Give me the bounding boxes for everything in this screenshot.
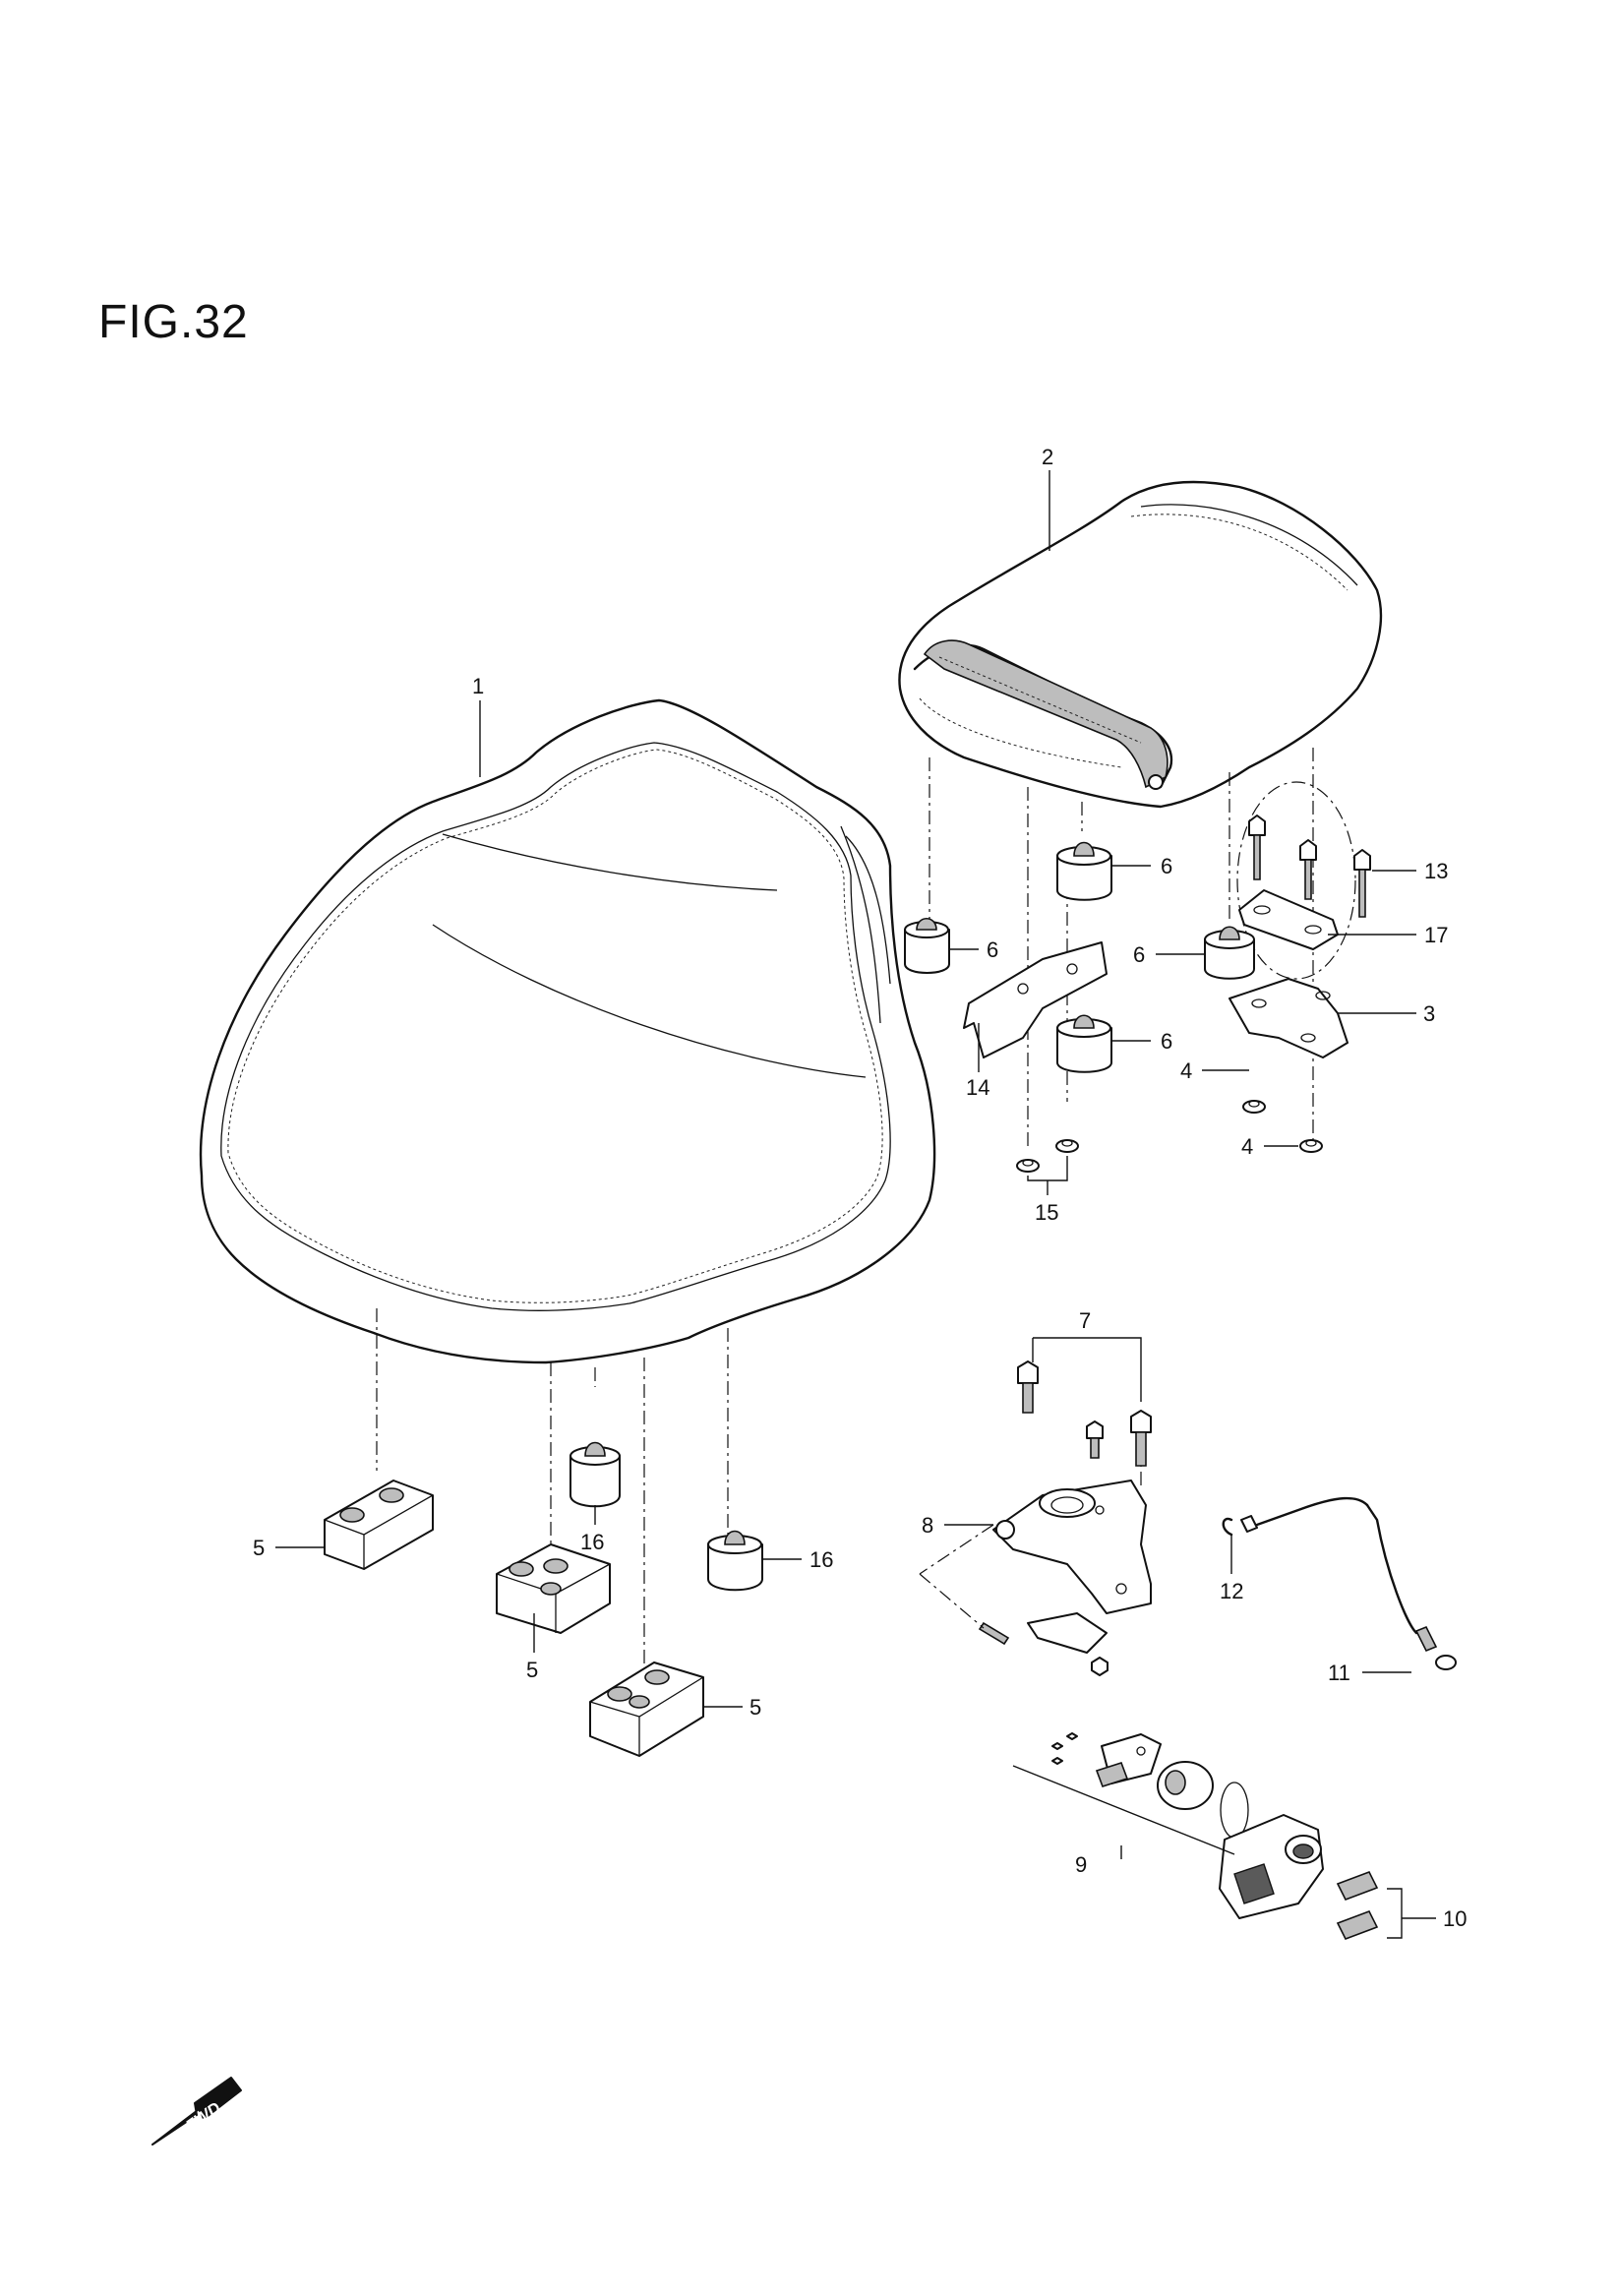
callout-6b: 6 <box>1161 854 1172 878</box>
callout-11: 11 <box>1328 1661 1350 1685</box>
cable-11 <box>1240 1496 1457 1670</box>
callout-3: 3 <box>1423 1001 1435 1026</box>
rubber-buffer-16a <box>569 1441 621 1508</box>
callout-16a: 16 <box>580 1530 604 1554</box>
forward-direction-arrow: FWD <box>151 2077 242 2145</box>
bracket-3 <box>1228 978 1348 1058</box>
callout-1: 1 <box>472 674 484 698</box>
seat-bracket-14 <box>963 941 1108 1058</box>
callout-16b: 16 <box>809 1547 833 1572</box>
buffer-block-5b <box>496 1543 611 1634</box>
pillion-seat <box>898 480 1383 809</box>
callout-2: 2 <box>1042 445 1053 469</box>
callout-4b: 4 <box>1241 1134 1253 1159</box>
buffer-block-5c <box>589 1662 704 1757</box>
callout-12: 12 <box>1220 1579 1243 1603</box>
callout-6d: 6 <box>1161 1029 1172 1054</box>
nut-4b <box>1299 1139 1323 1153</box>
rubber-damper-6a <box>904 917 950 974</box>
leader-lines <box>275 470 1436 1939</box>
rubber-damper-6b <box>1056 841 1112 901</box>
callout-13: 13 <box>1424 859 1448 883</box>
callout-5c: 5 <box>749 1695 761 1720</box>
main-seat <box>199 698 936 1364</box>
clip-12 <box>1222 1517 1233 1537</box>
rubber-buffer-16b <box>707 1530 763 1592</box>
callout-5a: 5 <box>253 1536 265 1560</box>
bolt-set-13 <box>1248 815 1371 918</box>
figure-title: FIG.32 <box>98 296 249 348</box>
callout-4a: 4 <box>1180 1058 1192 1083</box>
callout-17: 17 <box>1424 923 1448 947</box>
callout-8: 8 <box>922 1513 933 1538</box>
callout-9: 9 <box>1075 1852 1087 1877</box>
nut-15a <box>1016 1159 1040 1173</box>
nut-15b <box>1055 1139 1079 1153</box>
rubber-damper-6c <box>1204 926 1255 980</box>
lock-bracket-8 <box>978 1480 1152 1676</box>
buffer-block-5a <box>324 1480 434 1570</box>
callout-6a: 6 <box>987 937 998 962</box>
assembly-lines <box>376 748 1356 1692</box>
nut-4a <box>1242 1100 1266 1114</box>
callout-7: 7 <box>1079 1308 1091 1333</box>
rubber-damper-6d <box>1056 1014 1112 1073</box>
callout-6c: 6 <box>1133 942 1145 967</box>
callout-labels: 1 2 3 4 4 5 5 5 6 6 6 6 7 8 9 10 11 12 1… <box>253 445 1467 1931</box>
callout-10: 10 <box>1443 1906 1467 1931</box>
bolt-set-10 <box>1336 1870 1379 1941</box>
seat-lock-assembly-9 <box>1051 1732 1324 1919</box>
lock-bracket-dash <box>919 1456 1142 1629</box>
bolt-set-7 <box>1017 1360 1152 1467</box>
callout-14: 14 <box>966 1075 989 1100</box>
callout-5b: 5 <box>526 1658 538 1682</box>
callout-15: 15 <box>1035 1200 1058 1225</box>
